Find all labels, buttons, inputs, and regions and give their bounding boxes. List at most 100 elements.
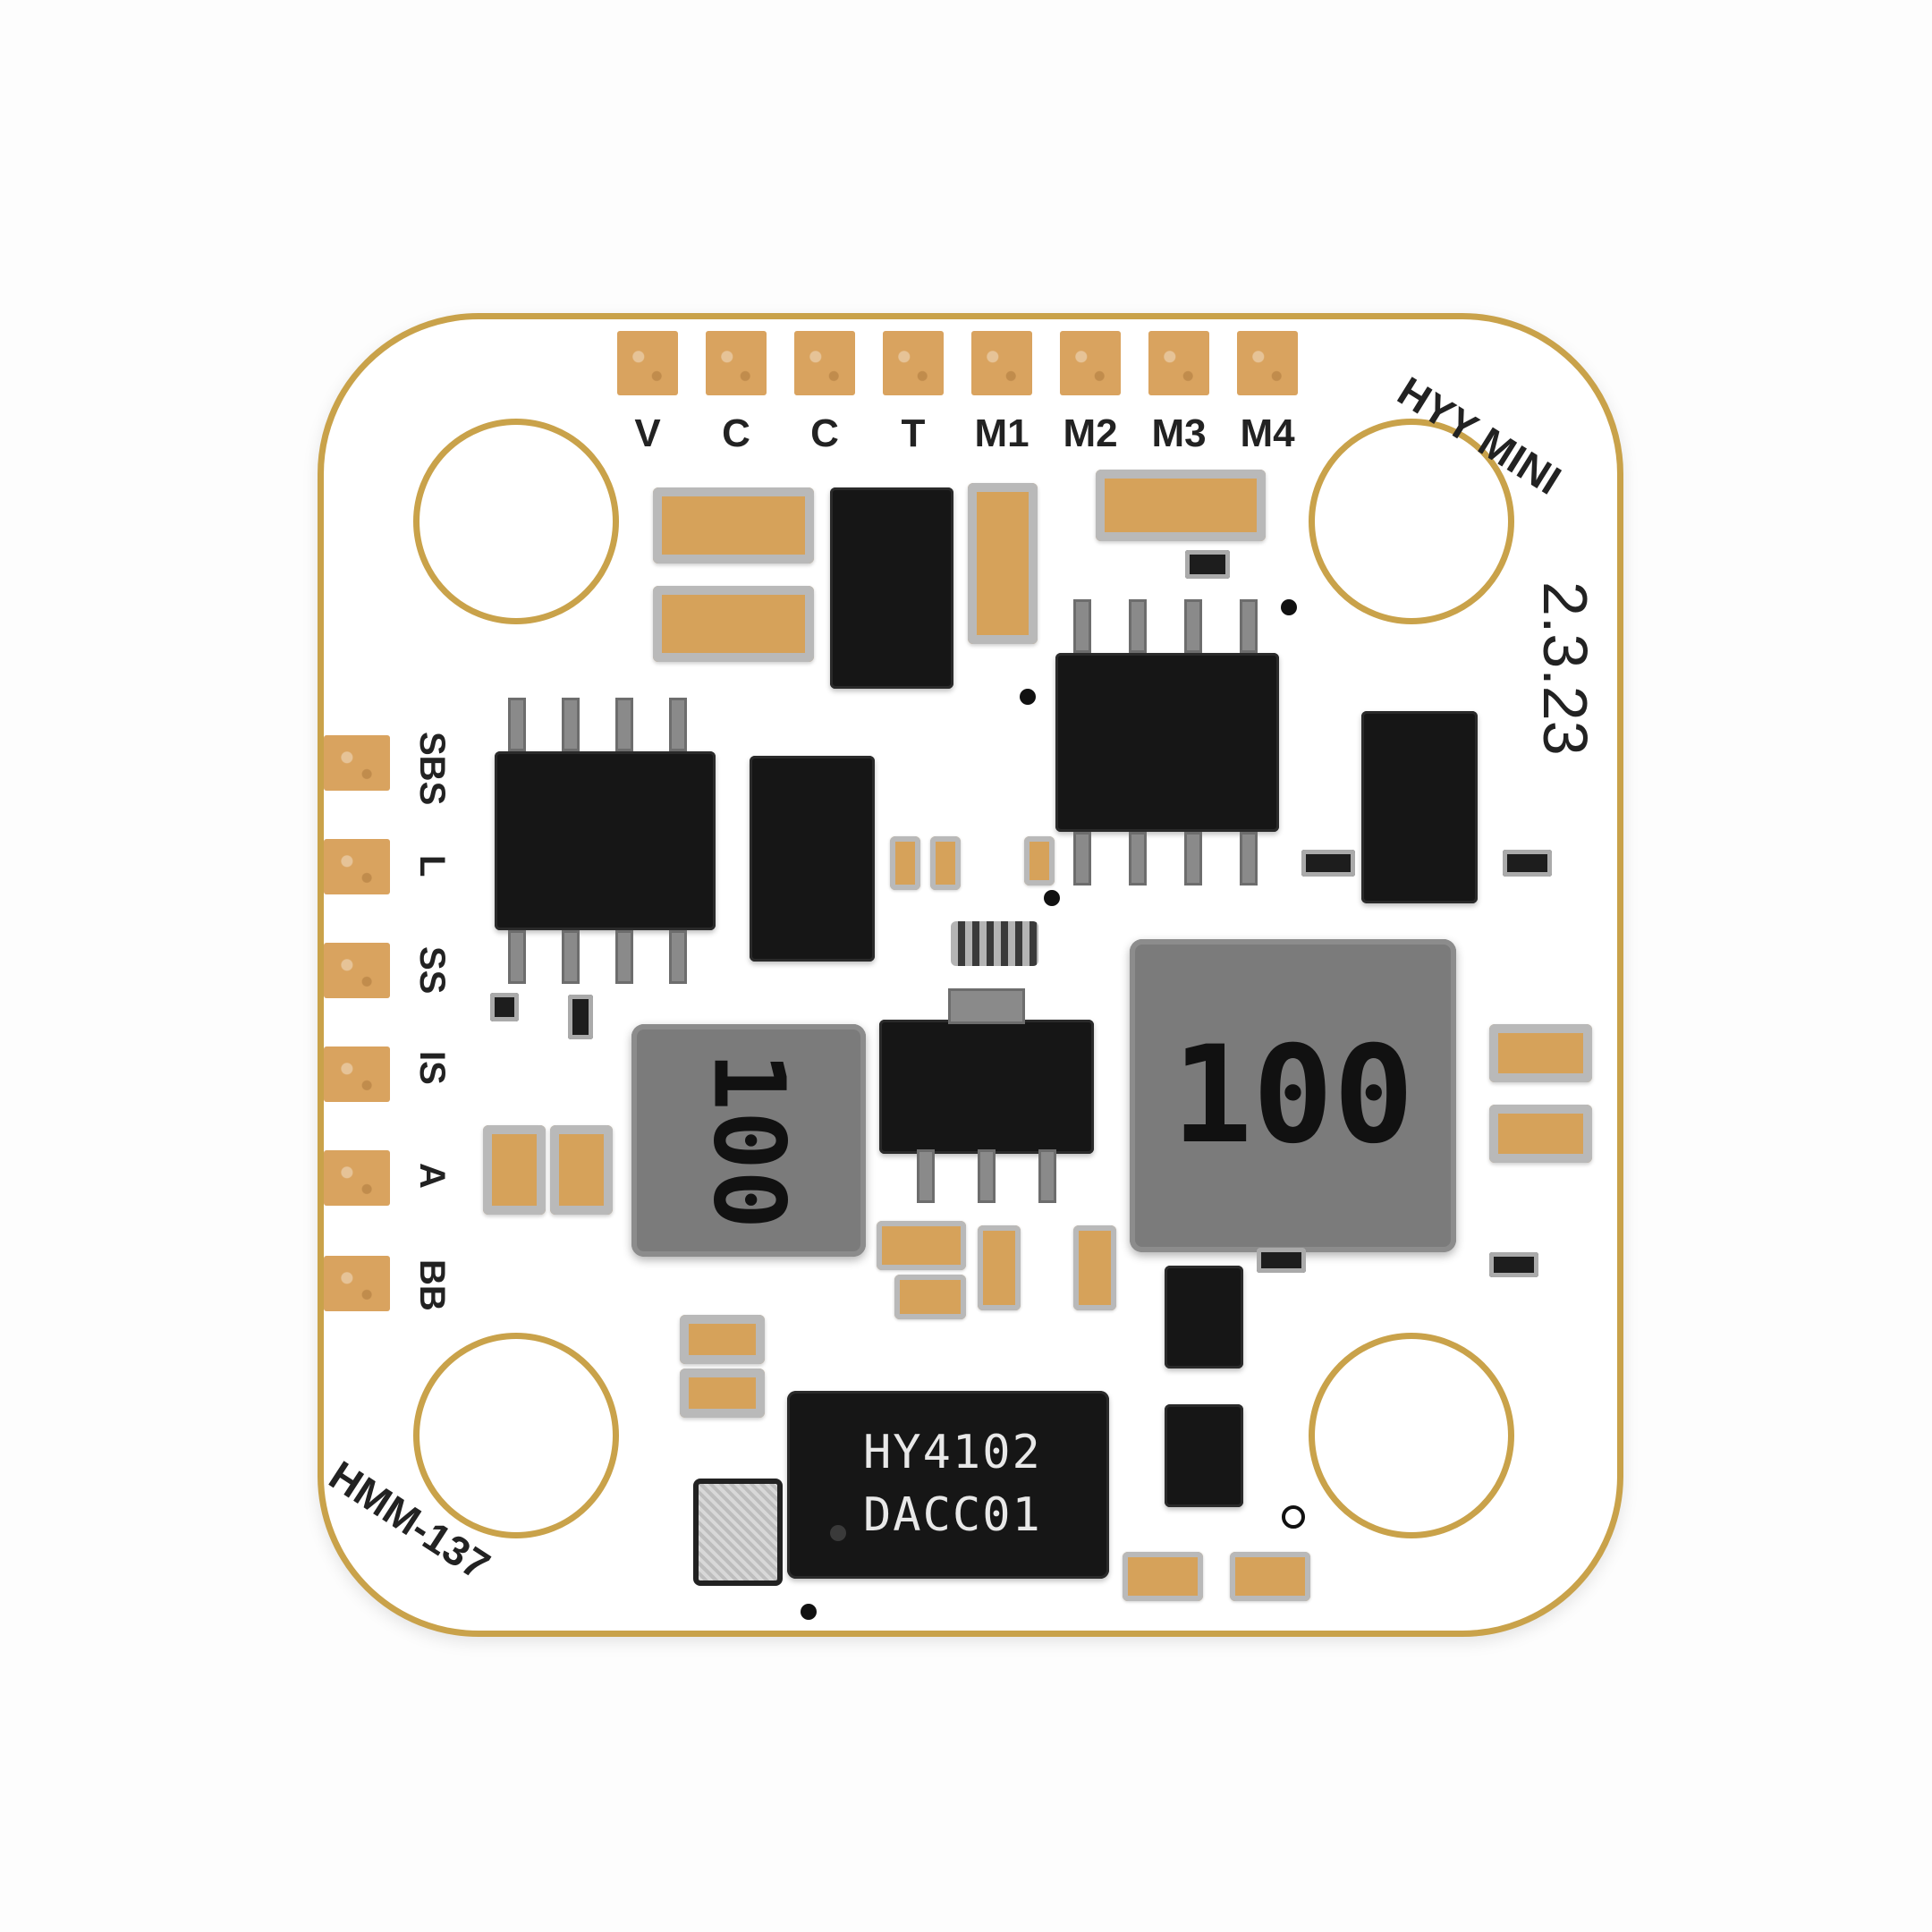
pad-label-m4: M4 [1240,411,1295,455]
mounting-hole-bottom-left [413,1333,619,1538]
mounting-hole-top-left [413,419,619,624]
diode-mid [750,756,875,962]
capacitor-c13 [894,1275,966,1319]
diode-top [830,487,953,689]
pad-left-6 [324,1256,390,1311]
ic-marking-line-1: HY4102 [863,1426,1042,1479]
ic-right-pin-3 [1184,599,1202,653]
pad-label-bb: BB [412,1259,452,1311]
pad-left-2 [324,839,390,894]
capacitor-c14 [978,1225,1021,1310]
capacitor-c16 [680,1315,765,1364]
resistor-r2 [1503,850,1552,877]
regulator-sot223 [879,1020,1094,1154]
pad-label-c2: C [810,411,839,455]
resistor-r3 [1489,1252,1538,1277]
inductor-large: 100 [1130,939,1456,1252]
pad-label-m2: M2 [1063,411,1118,455]
ic-left-pin-8 [669,930,687,984]
capacitor-c3 [1096,470,1266,541]
ic-pin1-marker [830,1525,846,1541]
mounting-hole-bottom-right [1309,1333,1514,1538]
ic-left-pin-4 [669,698,687,751]
capacitor-c1 [653,487,814,564]
ic-right-pin-2 [1129,599,1147,653]
resistor-r6 [490,993,519,1021]
capacitor-c2 [653,586,814,662]
pad-top-3 [794,331,855,395]
fiducial-4 [801,1604,817,1620]
ic-right-pin-7 [1184,832,1202,886]
pad-left-3 [324,943,390,998]
pad-label-t: T [901,411,926,455]
pad-top-7 [1148,331,1209,395]
inductor-large-marking: 100 [1172,1018,1414,1174]
fiducial-1 [1281,599,1297,615]
resistor-r4 [1257,1248,1306,1273]
pad-left-5 [324,1150,390,1206]
date-code: 2.3.23 [1530,581,1600,756]
regulator-tab [948,988,1025,1024]
inductor-small: 100 [631,1024,866,1257]
transistor-q2 [1165,1404,1243,1507]
pad-label-a: A [412,1163,452,1189]
pad-label-v: V [634,411,661,455]
pad-label-ss: SS [412,946,452,995]
pad-top-6 [1060,331,1121,395]
ic-right-pin-4 [1240,599,1258,653]
fiducial-3 [1020,689,1036,705]
inductor-small-marking: 100 [691,1051,806,1230]
ic-right-pin-5 [1073,832,1091,886]
pad-label-c1: C [722,411,750,455]
component-r-top [1185,550,1230,579]
capacitor-c18 [1123,1552,1203,1601]
ic-right-pin-1 [1073,599,1091,653]
regulator-pin-3 [1038,1149,1056,1203]
fiducial-5 [1282,1505,1305,1529]
ic-left-pin-1 [508,698,526,751]
capacitor-c6 [930,836,961,890]
capacitor-c9 [550,1125,613,1215]
ic-hy4102: HY4102 DACC01 [787,1391,1109,1579]
regulator-pin-1 [917,1149,935,1203]
pad-left-4 [324,1046,390,1102]
regulator-pin-2 [978,1149,996,1203]
pad-top-4 [883,331,944,395]
pad-label-is: IS [412,1051,452,1085]
diode-right [1361,711,1478,903]
capacitor-c10 [1489,1024,1592,1082]
pad-top-2 [706,331,767,395]
ic-marking-line-2: DACC01 [863,1488,1042,1542]
pad-top-8 [1237,331,1298,395]
capacitor-c17 [680,1368,765,1418]
pad-label-m3: M3 [1151,411,1207,455]
resistor-r1 [1301,850,1355,877]
pad-left-1 [324,735,390,791]
pad-label-sbs: SBS [412,732,452,806]
pad-top-5 [971,331,1032,395]
ic-right-pin-6 [1129,832,1147,886]
pad-top-1 [617,331,678,395]
ic-right-pin-8 [1240,832,1258,886]
resistor-r5 [568,995,593,1039]
pad-label-l: L [412,855,452,877]
capacitor-c8 [483,1125,546,1215]
capacitor-c5 [890,836,920,890]
ic-left-pin-2 [562,698,580,751]
capacitor-c12 [877,1221,966,1270]
capacitor-c4 [968,483,1038,644]
ic-so8-right [1055,653,1279,832]
fiducial-2 [1044,890,1060,906]
capacitor-c19 [1230,1552,1310,1601]
capacitor-c11 [1489,1105,1592,1163]
ic-left-pin-3 [615,698,633,751]
ic-so8-left [495,751,716,930]
ic-left-pin-5 [508,930,526,984]
crystal-oscillator [693,1479,783,1586]
ferrite-coil [951,921,1038,966]
transistor-q1 [1165,1266,1243,1368]
ic-left-pin-7 [615,930,633,984]
mounting-hole-top-right [1309,419,1514,624]
capacitor-c7 [1024,836,1055,886]
